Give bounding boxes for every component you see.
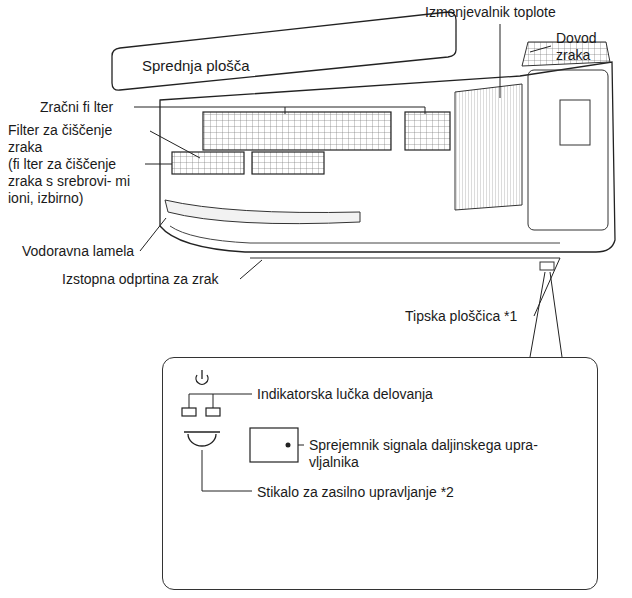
part-label: Sprejemnik signala daljinskega upra- vlj… <box>309 437 581 471</box>
part-label: Tipska ploščica *1 <box>405 308 517 325</box>
air-filter <box>405 112 450 150</box>
leader-line <box>500 24 501 98</box>
part-label: (fi lter za čiščenje zraka s srebrovi- m… <box>8 156 146 207</box>
air-outlet <box>250 258 560 259</box>
leader-line <box>202 450 252 491</box>
leader-line <box>145 164 172 165</box>
power-symbol <box>196 370 208 384</box>
leader-line <box>240 260 262 279</box>
part-label: Stikalo za zasilno upravljanje *2 <box>257 484 454 501</box>
leader-line <box>530 46 551 52</box>
leader-lines <box>134 24 562 491</box>
indicator-lamp <box>182 408 196 416</box>
cleaning-filter <box>172 152 244 174</box>
part-label: Dovod zraka <box>556 30 611 64</box>
emergency-switch <box>184 432 220 446</box>
part-label: Filter za čiščenje zraka <box>8 122 146 156</box>
horizontal-louver <box>165 200 360 224</box>
part-label: Sprednja plošča <box>142 57 250 74</box>
part-label: Izstopna odprtina za zrak <box>62 271 218 288</box>
part-label: Indikatorska lučka delovanja <box>257 386 433 403</box>
leader-line <box>140 218 166 251</box>
receiver-dot <box>286 443 291 448</box>
body-edge <box>170 226 560 243</box>
indicator-lamp <box>206 408 220 416</box>
leader-line <box>534 258 560 316</box>
part-label: Izmenjevalnik toplote <box>425 4 556 21</box>
leader-line <box>134 107 425 114</box>
front-panel <box>112 12 456 90</box>
indicator-area <box>540 262 554 270</box>
side-housing <box>528 70 608 230</box>
leader-line <box>530 272 562 357</box>
remote-receiver <box>250 428 298 462</box>
leader-line <box>150 131 200 158</box>
callout-inset: Indikatorska lučka delovanjaSprejemnik s… <box>162 357 598 590</box>
heat-exchanger <box>455 84 522 210</box>
part-label: Vodoravna lamela <box>22 243 134 260</box>
unit-body <box>160 62 615 252</box>
leader-line <box>189 394 252 408</box>
side-pipe-box <box>560 100 590 145</box>
part-label: Zračni fi lter <box>40 99 113 116</box>
air-filter <box>203 112 391 150</box>
cleaning-filter <box>252 152 324 174</box>
